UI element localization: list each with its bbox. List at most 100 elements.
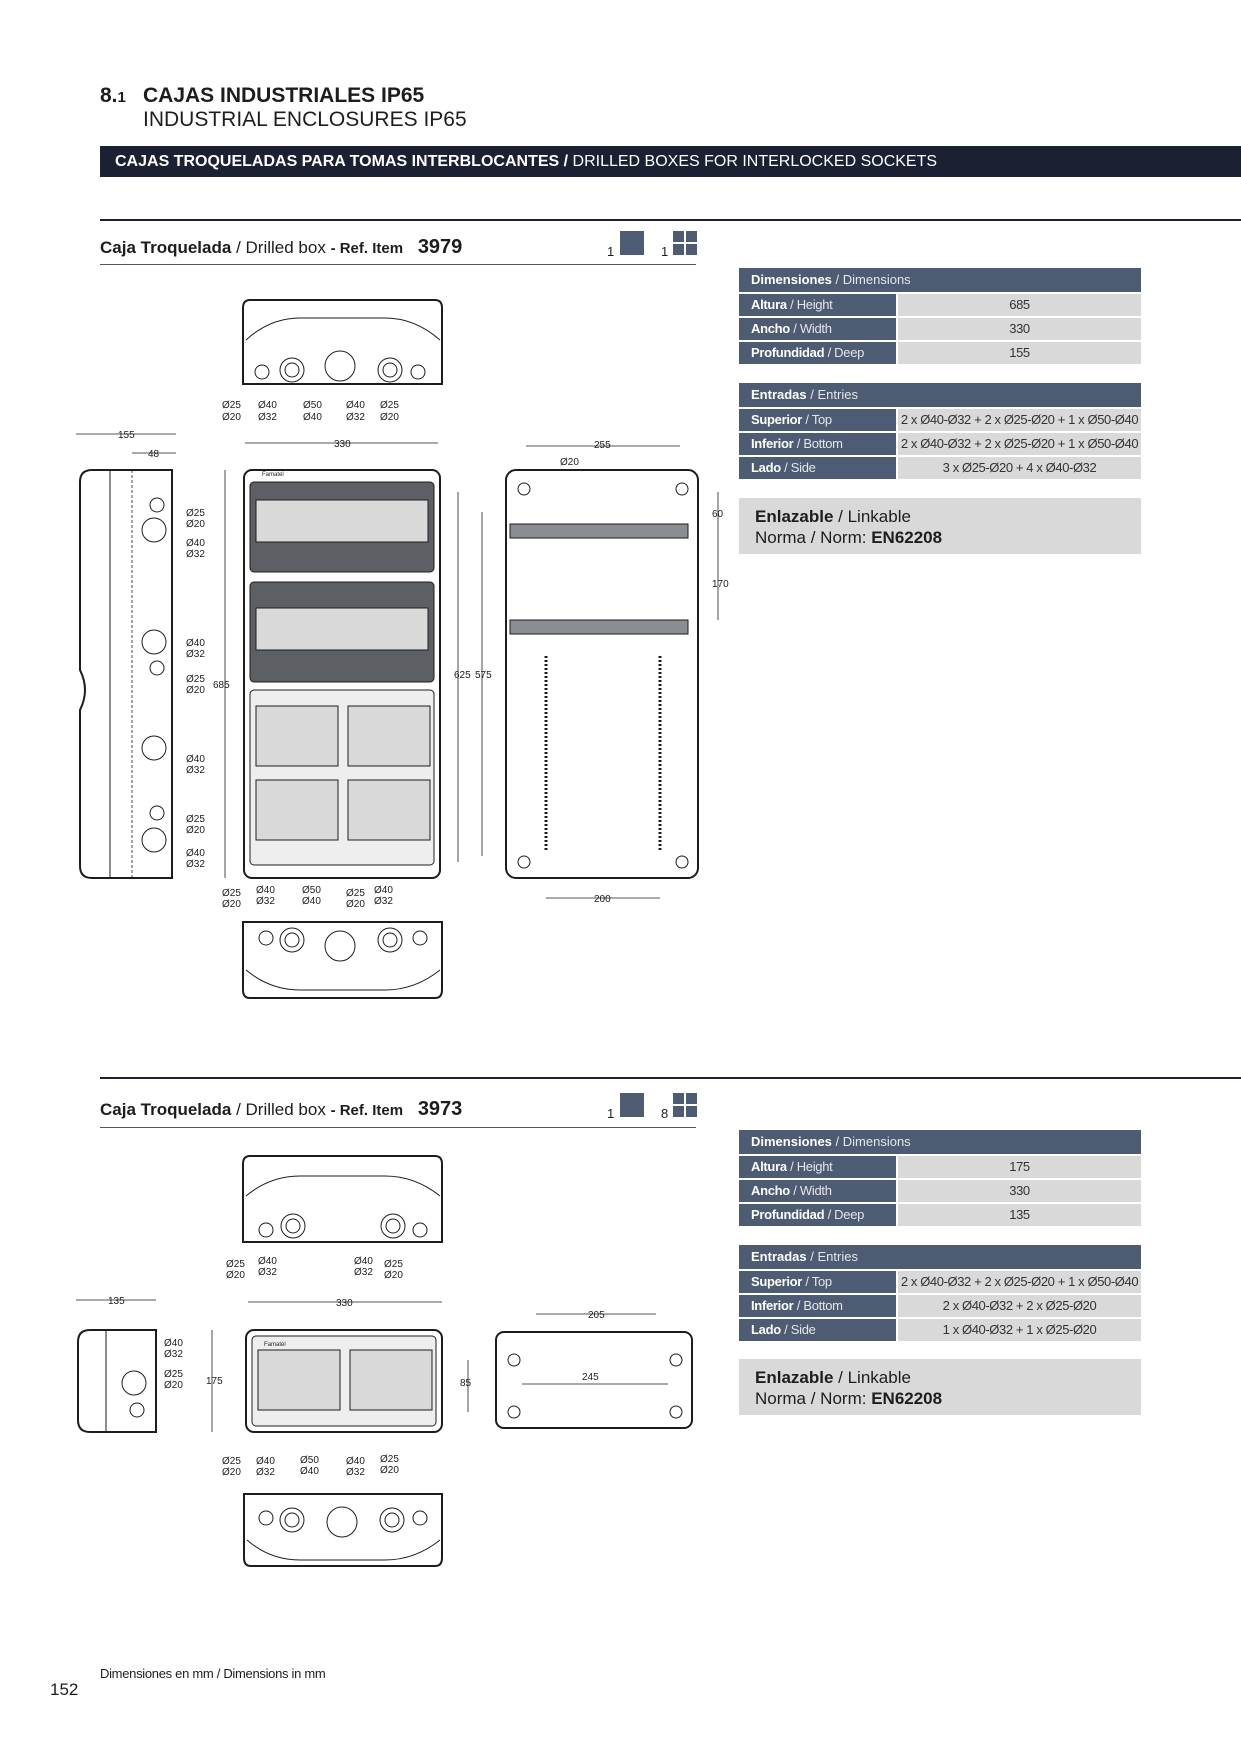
dimension-label: 170 [712,579,729,590]
hole-label: Ø40 [258,1256,277,1267]
hole-label: Ø20 [346,899,365,910]
bottom-view: Ø25 Ø20 Ø40 Ø32 Ø50 Ø40 Ø25 Ø20 Ø40 Ø32 [222,885,443,999]
multi-pack-icon [673,231,697,255]
ref-label: - Ref. Item [330,240,404,257]
dimension-label: 200 [594,894,611,905]
hole-label: Ø20 [380,412,399,423]
dimension-label: 255 [594,440,611,451]
hole-label: Ø32 [186,649,205,660]
hole-label: Ø40 [374,885,393,896]
hole-label: Ø40 [346,400,365,411]
pack-single-count: 1 [607,1106,615,1121]
front-view: 330 175 Famatel [206,1298,443,1433]
hole-label: Ø40 [186,538,205,549]
hole-label: Ø32 [346,412,365,423]
dimensions-table: Dimensiones / Dimensions Altura / Height… [739,1130,1141,1228]
product-title-es: Caja Troquelada [100,238,232,257]
hole-label: Ø32 [256,1467,275,1478]
product-title: Caja Troquelada / Drilled box - Ref. Ite… [100,236,462,259]
hole-label: Ø40 [186,638,205,649]
product-title-rule [100,264,696,265]
ref-number: 3979 [417,236,463,258]
dimension-label: Ø20 [560,457,579,468]
side-view: 155 48 Ø25 Ø20 Ø40 Ø32 Ø40 Ø32 Ø25 Ø20 Ø… [76,430,205,879]
ref-number: 3973 [417,1098,463,1120]
hole-label: Ø20 [226,1270,245,1281]
hole-label: Ø32 [186,859,205,870]
dimension-label: 330 [336,1298,353,1309]
product-title-es: Caja Troquelada [100,1100,232,1119]
dimension-label: 205 [588,1310,605,1321]
dimensions-header: Dimensiones / Dimensions [739,1130,1141,1154]
product-title: Caja Troquelada / Drilled box - Ref. Ite… [100,1098,462,1121]
hole-label: Ø32 [374,896,393,907]
entries-header: Entradas / Entries [739,1245,1141,1269]
hole-label: Ø32 [346,1467,365,1478]
hole-label: Ø25 [186,508,205,519]
dimension-label: 85 [460,1378,472,1389]
dimension-label: 245 [582,1372,599,1383]
section-title-en: INDUSTRIAL ENCLOSURES IP65 [143,108,467,131]
technical-drawing-3979: Ø25 Ø20 Ø40 Ø32 Ø50 Ø40 Ø40 Ø32 Ø25 Ø20 … [76,299,729,999]
hole-label: Ø40 [256,1456,275,1467]
dimensions-header: Dimensiones / Dimensions [739,268,1141,292]
section-number: 8.1 [100,84,126,107]
hole-label: Ø40 [300,1466,319,1477]
hole-label: Ø32 [256,896,275,907]
section-title-es: CAJAS INDUSTRIALES IP65 [143,84,425,107]
hole-label: Ø40 [303,412,322,423]
hole-label: Ø40 [302,896,321,907]
hole-label: Ø50 [302,885,321,896]
multi-pack-icon [673,1093,697,1117]
section-banner: CAJAS TROQUELADAS PARA TOMAS INTERBLOCAN… [100,146,1241,177]
product-title-rule [100,1127,696,1128]
bottom-view: Ø25 Ø20 Ø40 Ø32 Ø50 Ø40 Ø40 Ø32 Ø25 Ø20 [222,1454,443,1567]
hole-label: Ø50 [300,1455,319,1466]
dimension-label: 685 [213,680,230,691]
single-pack-icon [620,1093,644,1117]
hole-label: Ø25 [164,1369,183,1380]
hole-label: Ø20 [222,1467,241,1478]
hole-label: Ø40 [258,400,277,411]
front-view: 330 685 Famatel [213,439,441,879]
single-pack-icon [620,231,644,255]
pack-multi-count: 8 [661,1106,669,1121]
product-separator [100,219,1241,221]
section-subnumber: 1 [117,89,126,106]
hole-label: Ø20 [380,1465,399,1476]
hole-label: Ø32 [258,412,277,423]
hole-label: Ø25 [222,400,241,411]
hole-label: Ø25 [380,1454,399,1465]
dimensions-footnote: Dimensiones en mm / Dimensions in mm [100,1666,326,1681]
hole-label: Ø40 [346,1456,365,1467]
ref-label: - Ref. Item [330,1102,404,1119]
brand-label: Famatel [264,1342,286,1348]
product-separator [100,1077,1241,1079]
dimension-label: 625 [454,670,471,681]
hole-label: Ø40 [164,1338,183,1349]
hole-label: Ø20 [186,519,205,530]
hole-label: Ø25 [226,1259,245,1270]
hole-label: Ø40 [256,885,275,896]
hole-label: Ø20 [384,1270,403,1281]
hole-label: Ø32 [186,765,205,776]
page-number: 152 [50,1680,79,1699]
dimension-label: 330 [334,439,351,450]
hole-label: Ø20 [186,825,205,836]
dimension-label: 60 [712,509,724,520]
hole-label: Ø20 [222,412,241,423]
dimension-label: 135 [108,1296,125,1307]
dimension-label: 575 [475,670,492,681]
entries-header: Entradas / Entries [739,383,1141,407]
hole-label: Ø40 [186,754,205,765]
hole-label: Ø25 [384,1259,403,1270]
